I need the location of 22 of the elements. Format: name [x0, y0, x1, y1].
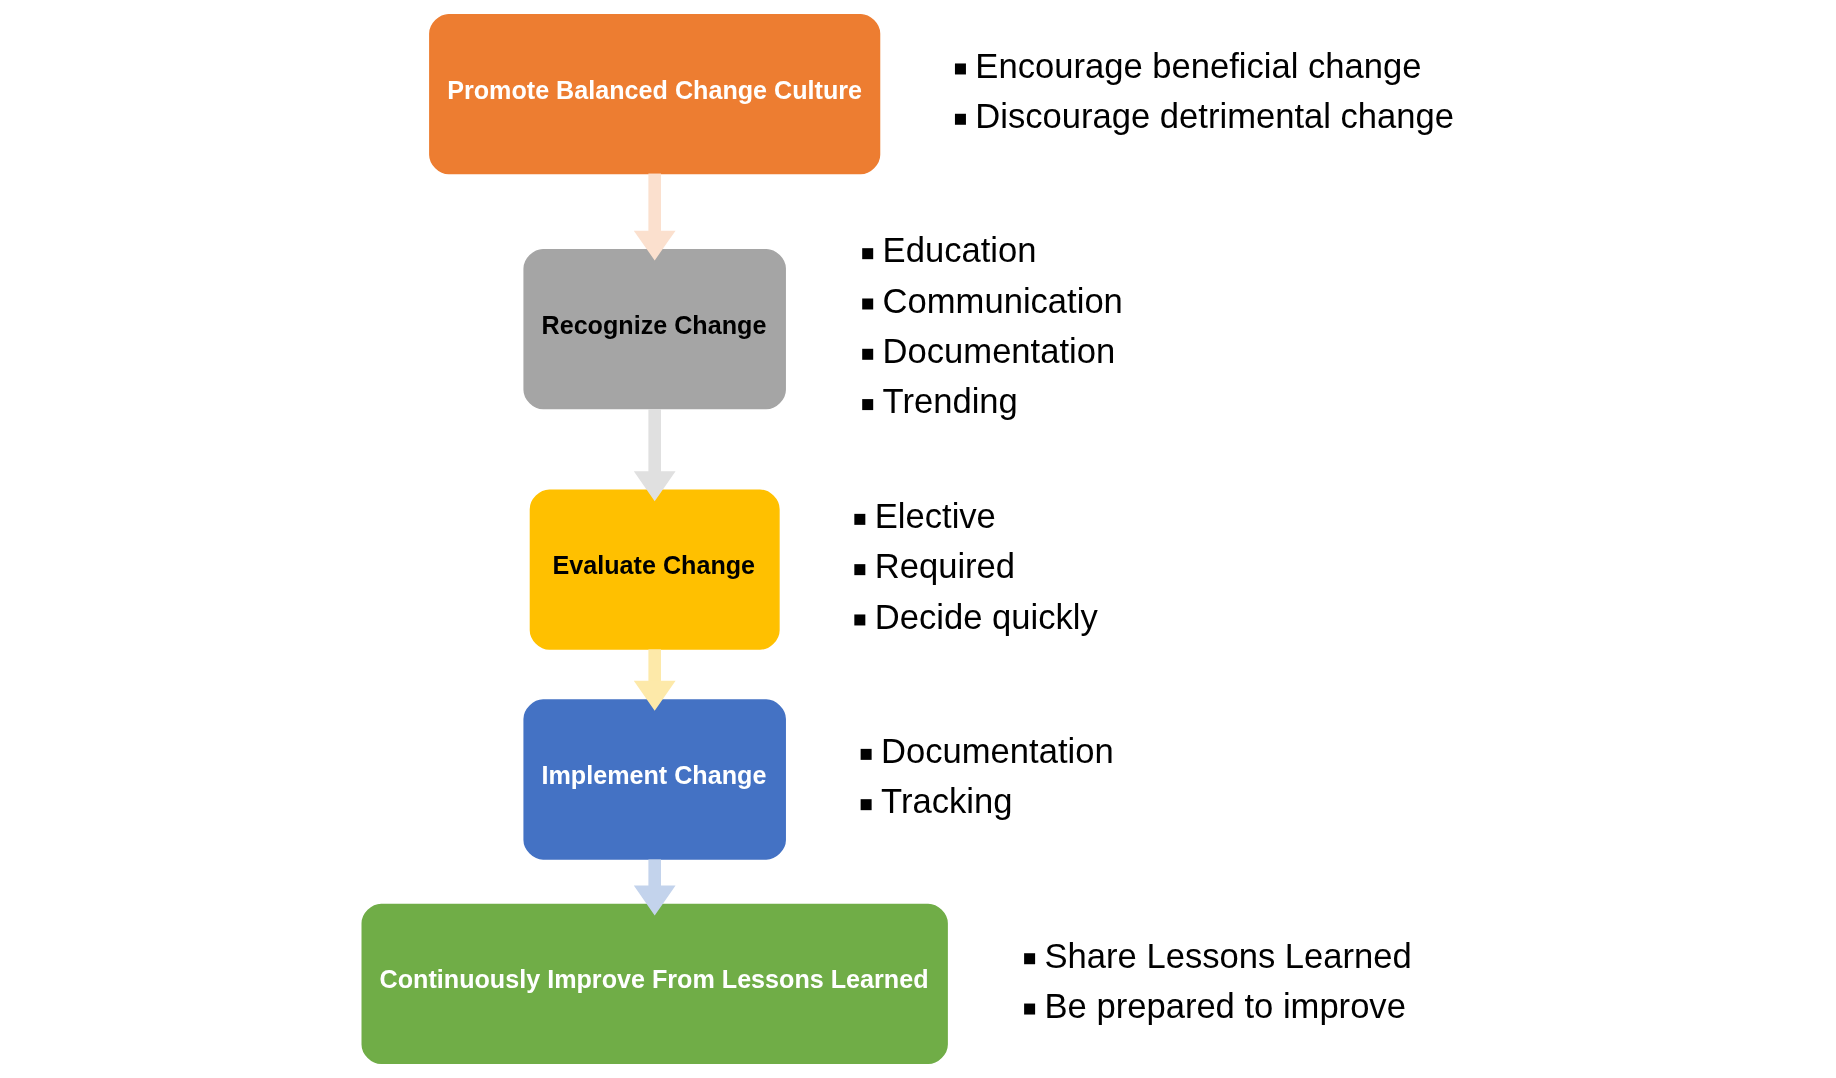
arrow [633, 409, 676, 502]
node-box: Promote Balanced Change Culture [429, 13, 881, 175]
node-label: Share Lessons Learned [1044, 936, 1412, 975]
node-label: Trending [882, 382, 1018, 421]
node-label: Education [882, 231, 1037, 270]
node-label: Discourage detrimental change [975, 97, 1454, 136]
node-label: Documentation [882, 332, 1116, 371]
node-label: Documentation [881, 732, 1114, 771]
node-label: Tracking [881, 782, 1013, 821]
node-label: Be prepared to improve [1044, 986, 1406, 1025]
node-label: Decide quickly [874, 597, 1098, 636]
node-label: Encourage beneficial change [975, 46, 1422, 85]
arrow [633, 859, 676, 916]
node-label: Elective [874, 497, 996, 536]
node-box: Implement Change [523, 699, 786, 860]
node-label: Required [874, 547, 1016, 586]
node-box: Recognize Change [523, 248, 786, 410]
arrow [633, 173, 676, 261]
node-box: Evaluate Change [529, 489, 780, 650]
node-label: Communication [882, 281, 1123, 320]
node-box: Continuously Improve From Lessons Learned [361, 903, 948, 1065]
arrow [633, 649, 676, 711]
